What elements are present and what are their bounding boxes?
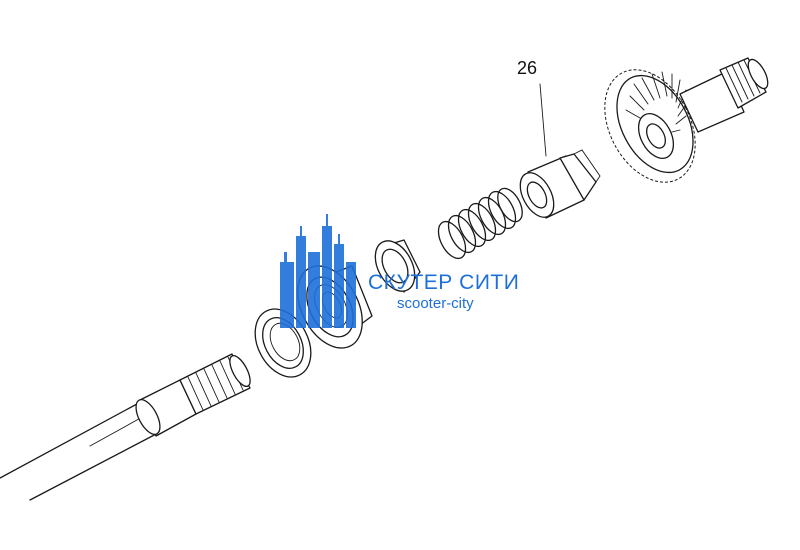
- part-26-clutch-dog: [519, 149, 601, 219]
- callout-leader-26: [539, 83, 547, 157]
- watermark-title: СКУТЕР СИТИ: [368, 271, 520, 294]
- callout-label-26: 26: [517, 58, 538, 78]
- drive-shaft: [0, 353, 251, 501]
- collar: [374, 239, 421, 293]
- watermark-skyline-logo: [280, 214, 356, 328]
- spring: [437, 187, 523, 260]
- watermark-subtitle: scooter-city: [397, 295, 474, 312]
- bevel-gear: [604, 57, 769, 183]
